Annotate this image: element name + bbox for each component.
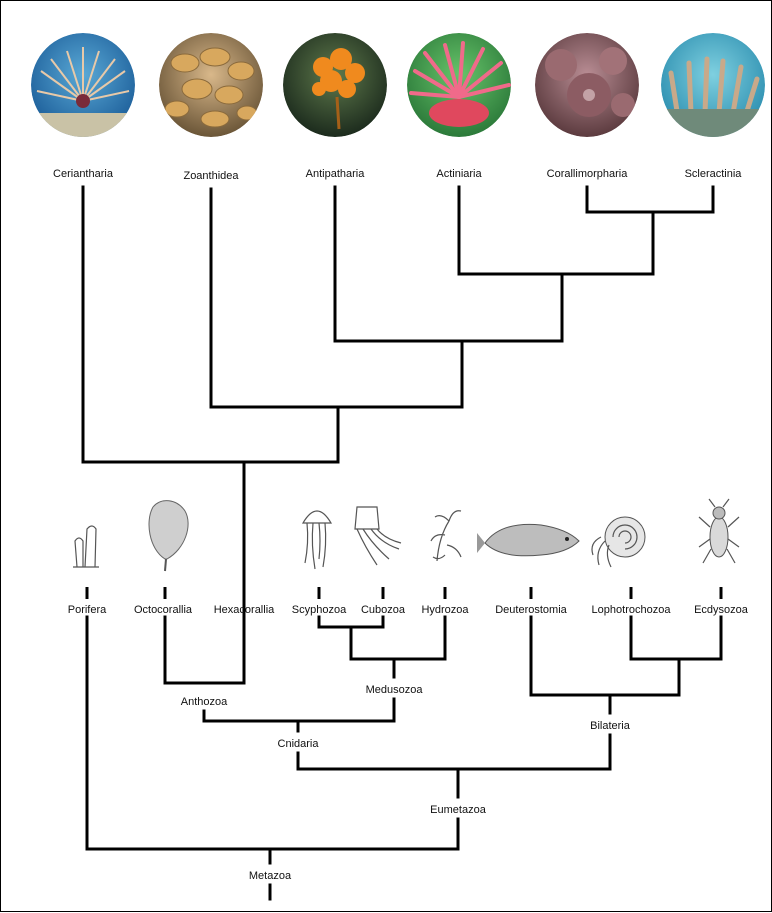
- label-antipatharia: Antipatharia: [306, 168, 366, 180]
- stony-coral-photo-icon: [661, 33, 771, 139]
- label-hexacorallia: Hexacorallia: [214, 604, 275, 616]
- coelacanth-sketch-icon: [477, 524, 579, 555]
- clade-label-eumetazoa: Eumetazoa: [430, 804, 487, 816]
- label-lophotrochozoa: Lophotrochozoa: [592, 604, 672, 616]
- sponge-sketch-icon: [73, 526, 99, 567]
- zoanthid-photo-icon: [159, 33, 263, 137]
- edge-deuterostomia-join: [531, 617, 679, 695]
- black-coral-photo-icon: [283, 33, 387, 137]
- edge-octocorallia-hexacorallia: [165, 617, 244, 683]
- label-ecdysozoa: Ecdysozoa: [694, 604, 749, 616]
- edge-actiniaria-join: [459, 187, 653, 274]
- hydroid-sketch-icon: [431, 511, 461, 561]
- label-zoanthidea: Zoanthidea: [183, 170, 239, 182]
- label-cubozoa: Cubozoa: [361, 604, 406, 616]
- label-ceriantharia: Ceriantharia: [53, 168, 114, 180]
- clade-label-metazoa: Metazoa: [249, 870, 292, 882]
- edge-hydrozoa-join: [351, 617, 445, 659]
- clade-label-medusozoa: Medusozoa: [366, 684, 424, 696]
- label-deuterostomia: Deuterostomia: [495, 604, 567, 616]
- corallimorph-photo-icon: [535, 33, 639, 137]
- cerianthid-photo-icon: [31, 33, 135, 143]
- clade-label-anthozoa: Anthozoa: [181, 696, 228, 708]
- clade-label-cnidaria: Cnidaria: [278, 738, 320, 750]
- label-octocorallia: Octocorallia: [134, 604, 193, 616]
- label-actiniaria: Actiniaria: [436, 168, 482, 180]
- tip-ticks: [87, 587, 721, 599]
- clade-label-bilateria: Bilateria: [590, 720, 631, 732]
- scyphozoan-jellyfish-sketch-icon: [303, 511, 331, 569]
- edge-porifera-eumetazoa: [87, 617, 458, 849]
- metazoa-tree: [87, 617, 721, 899]
- edge-antipatharia-join: [335, 187, 562, 341]
- fruit-fly-sketch-icon: [699, 499, 739, 563]
- edge-corallimorpharia-scleractinia: [587, 187, 713, 212]
- label-scyphozoa: Scyphozoa: [292, 604, 347, 616]
- label-corallimorpharia: Corallimorpharia: [547, 168, 629, 180]
- label-porifera: Porifera: [68, 604, 107, 616]
- sea-anemone-photo-icon: [407, 33, 511, 137]
- edge-cnidaria-bilateria: [298, 735, 610, 769]
- label-hydrozoa: Hydrozoa: [421, 604, 469, 616]
- edge-lopho-ecdyso: [631, 617, 721, 659]
- sea-fan-sketch-icon: [149, 501, 188, 571]
- box-jellyfish-sketch-icon: [355, 507, 401, 565]
- label-scleractinia: Scleractinia: [685, 168, 743, 180]
- nautilus-sketch-icon: [592, 517, 645, 567]
